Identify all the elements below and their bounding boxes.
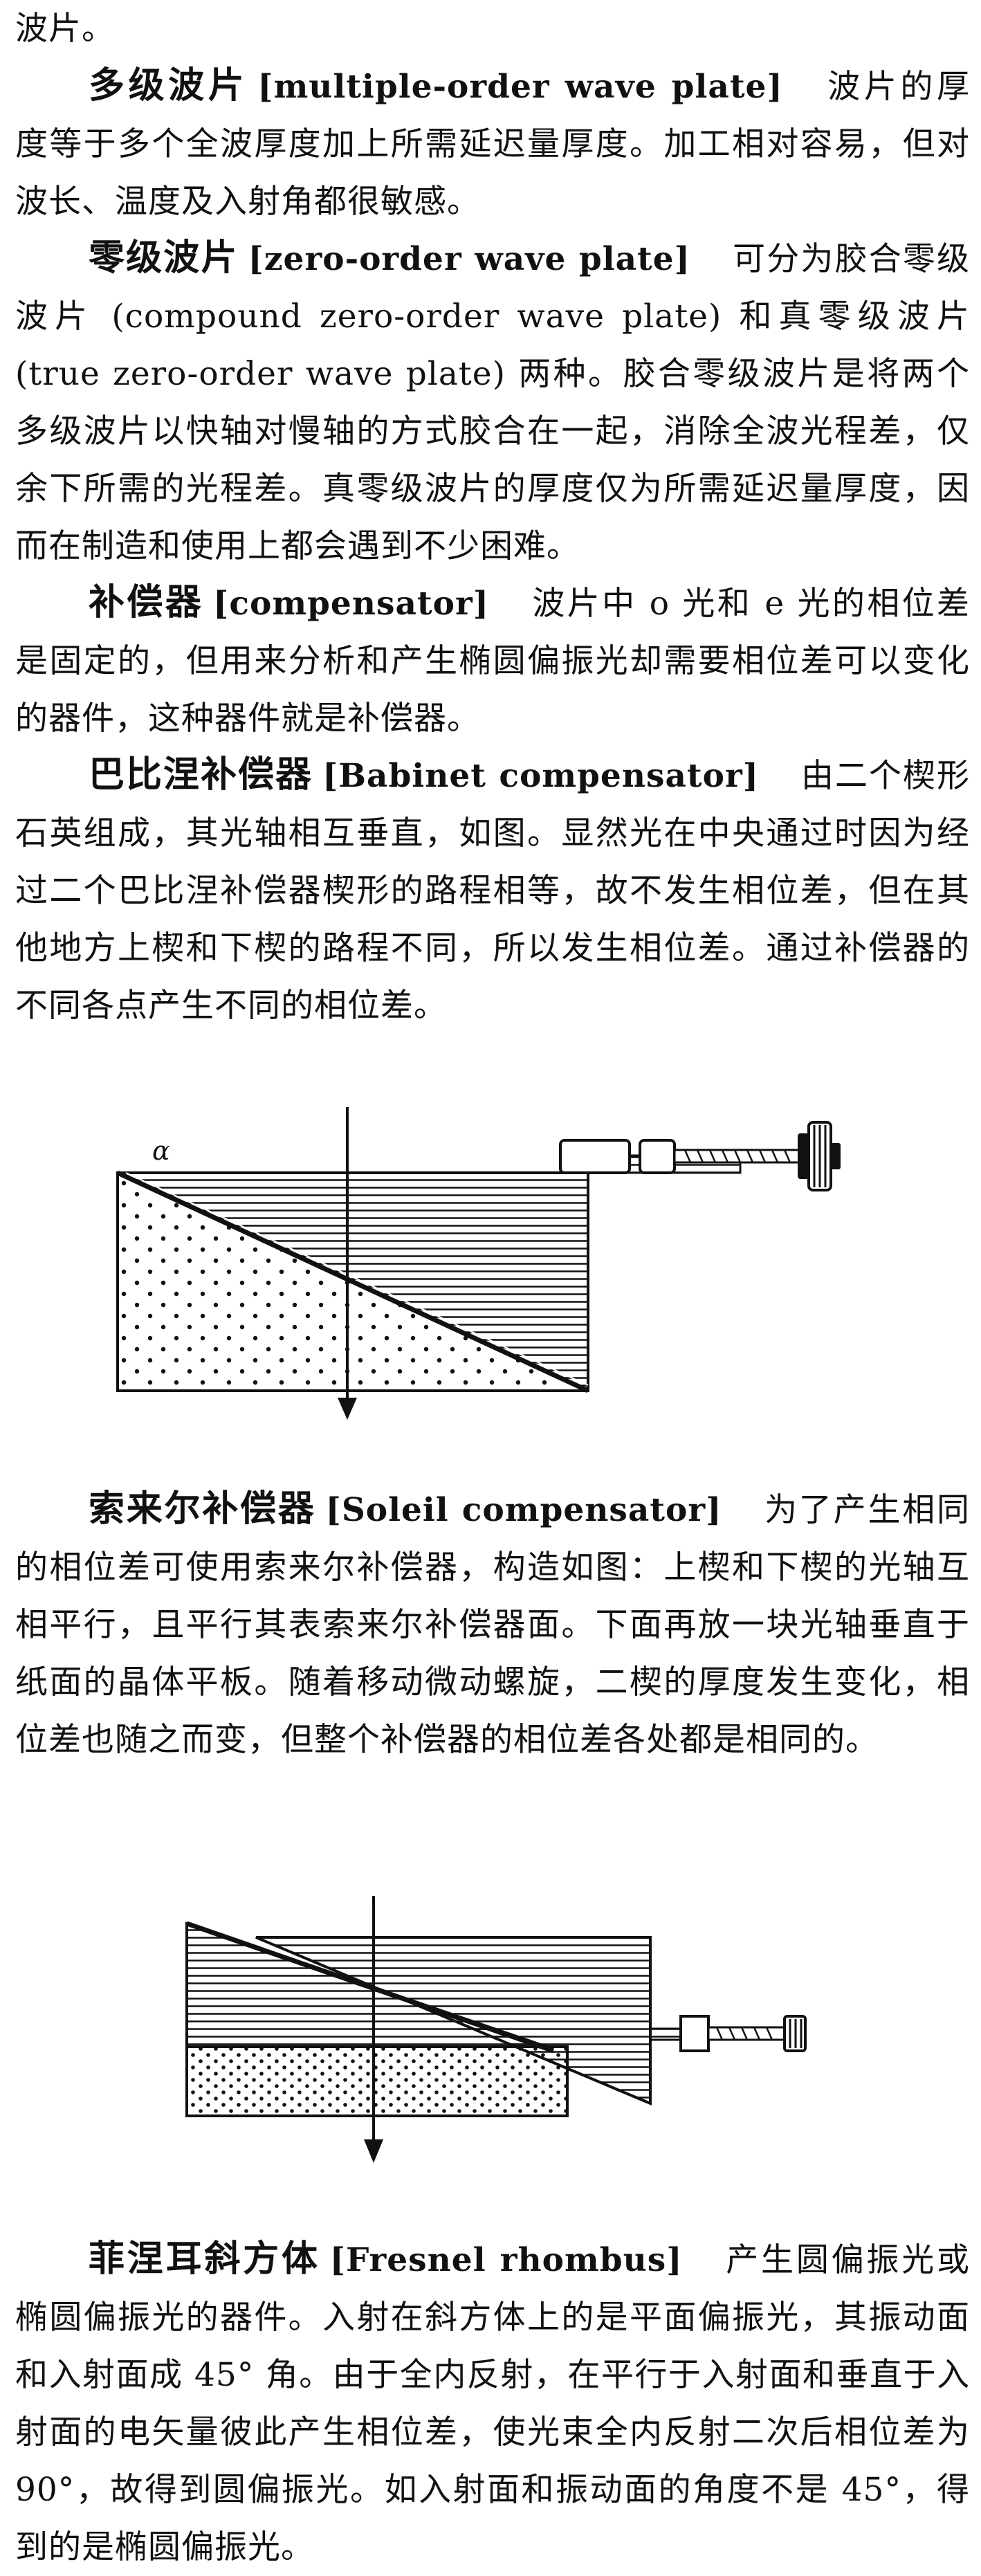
screw-thread <box>715 2027 773 2040</box>
ray-arrowhead <box>338 1398 357 1420</box>
compensator-outline <box>116 1171 589 1392</box>
angle-label: α <box>152 1135 170 1166</box>
sleeve-end <box>639 1139 676 1174</box>
intro-paragraph: 波片。 <box>15 0 970 57</box>
entry-term-en: [Soleil compensator] <box>325 1491 722 1529</box>
crystal-plate <box>185 2045 569 2117</box>
entry-babinet-compensator: 巴比涅补偿器[Babinet compensator]由二个楔形石英组成，其光轴… <box>15 747 970 1034</box>
entry-body: 为了产生相同的相位差可使用索来尔补偿器，构造如图：上楔和下楔的光轴互相平行，且平… <box>15 1491 970 1759</box>
entry-term-zh: 零级波片 <box>89 237 239 279</box>
entry-body: 由二个楔形石英组成，其光轴相互垂直，如图。显然光在中央通过时因为经过二个巴比涅补… <box>15 757 971 1025</box>
entry-body: 可分为胶合零级波片 (compound zero-order wave plat… <box>15 240 970 565</box>
knob-knurl <box>789 2019 803 2048</box>
entry-compensator: 补偿器[compensator]波片中 o 光和 e 光的相位差是固定的，但用来… <box>15 574 970 747</box>
entry-term-zh: 菲涅耳斜方体 <box>89 2238 320 2280</box>
entry-body: 波片的厚度等于多个全波厚度加上所需延迟量厚度。加工相对容易，但对波长、温度及入射… <box>15 68 970 221</box>
knob-cap <box>831 1143 841 1169</box>
sleeve <box>559 1139 631 1174</box>
entry-term-en: [compensator] <box>213 585 489 623</box>
entry-term-zh: 巴比涅补偿器 <box>89 754 313 796</box>
knob-collar <box>798 1133 809 1179</box>
soleil-compensator-figure <box>166 1896 830 2173</box>
babinet-compensator-figure: α <box>104 1100 934 1425</box>
entry-term-en: [multiple-order wave plate] <box>257 68 783 106</box>
entry-soleil-compensator: 索来尔补偿器[Soleil compensator]为了产生相同的相位差可使用索… <box>15 1481 970 1769</box>
babinet-compensator-diagram: α <box>116 1107 841 1420</box>
ray-arrowhead <box>364 2139 383 2163</box>
entry-fresnel-rhombus: 菲涅耳斜方体[Fresnel rhombus]产生圆偏振光或椭圆偏振光的器件。入… <box>15 2231 970 2576</box>
wedge-interface <box>185 1921 555 2054</box>
entry-term-en: [zero-order wave plate] <box>248 240 690 278</box>
entry-term-en: [Fresnel rhombus] <box>329 2241 683 2279</box>
wedge-interface <box>116 1170 589 1394</box>
sleeve <box>679 2015 710 2052</box>
entry-body: 产生圆偏振光或椭圆偏振光的器件。入射在斜方体上的是平面偏振光，其振动面和入射面成… <box>15 2241 970 2566</box>
soleil-compensator-diagram <box>185 1896 807 2163</box>
entry-term-zh: 索来尔补偿器 <box>89 1488 316 1530</box>
entry-term-zh: 补偿器 <box>89 582 204 623</box>
entry-term-en: [Babinet compensator] <box>322 757 759 795</box>
entry-term-zh: 多级波片 <box>89 65 248 107</box>
knob-knurl <box>813 1125 827 1187</box>
intro-text: 波片。 <box>15 10 115 48</box>
entry-body: 波片中 o 光和 e 光的相位差是固定的，但用来分析和产生椭圆偏振光却需要相位差… <box>15 585 970 738</box>
screw-thread <box>684 1149 791 1163</box>
entry-zero-order-wave-plate: 零级波片[zero-order wave plate]可分为胶合零级波片 (co… <box>15 230 970 575</box>
slide-rod <box>649 2027 682 2041</box>
wedge-interface-gap <box>125 1172 589 1386</box>
entry-multiple-order-wave-plate: 多级波片[multiple-order wave plate]波片的厚度等于多个… <box>15 57 970 230</box>
